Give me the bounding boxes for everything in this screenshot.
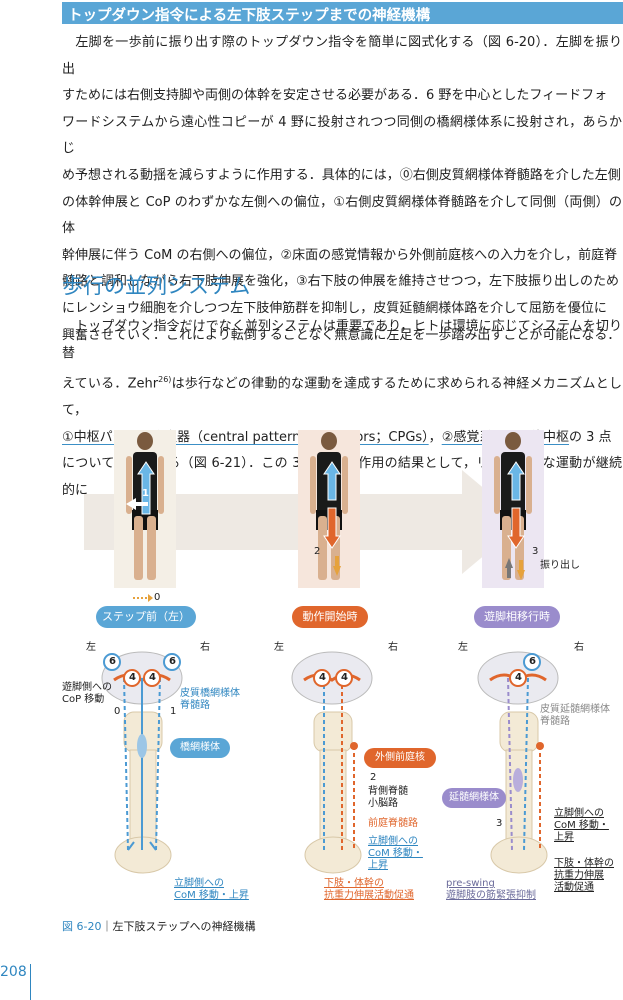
photo1-number-0: 0 (154, 592, 161, 603)
para2-line: トップダウン指令だけでなく並列システムは重要であり，ヒトは環境に応じてシステムを… (62, 319, 622, 361)
area-4-label: 4 (341, 672, 348, 683)
person-head (321, 432, 337, 450)
photo3-note: 振り出し (540, 560, 580, 571)
pill-pontine-reticular: 橋網様体 (170, 738, 230, 758)
figure-caption: 図 6-20｜左下肢ステップへの神経機構 (62, 918, 255, 934)
phase-pill-motion-start: 動作開始時 (292, 606, 368, 628)
page-number: 208 (0, 964, 27, 980)
person-leg (318, 516, 327, 580)
caption-separator: ｜ (101, 920, 113, 933)
person-leg (502, 516, 511, 580)
panel2-com-label: 立脚側への CoM 移動・ 上昇 (368, 836, 423, 871)
citation-sup: 26) (158, 375, 172, 385)
panel1-tract-label: 皮質橋網様体 脊髄路 (180, 688, 240, 711)
person-arm (494, 456, 500, 514)
figure-6-20: 1 0 2 (62, 428, 622, 908)
side-label-right: 右 (200, 642, 210, 653)
panel3-bottom-label: pre-swing 遊脚肢の筋緊張抑制 (446, 878, 536, 901)
area-4-label: 4 (149, 672, 156, 683)
para1-line: すためには右側支持脚や両側の体幹を安定させる必要がある．6 野を中心としたフィー… (62, 88, 608, 104)
panel1-number-0: 0 (114, 706, 121, 717)
page-rule (30, 964, 31, 1000)
pill-medullary-reticular: 延髄網様体 (442, 788, 506, 808)
panel2-spinocerebellar-label: 背側脊髄 小脳路 (368, 786, 408, 809)
panel1-cop-label: 遊脚側への CoP 移動 (62, 682, 112, 705)
person-leg (147, 516, 156, 580)
para2-text: えている．Zehr (62, 376, 159, 392)
person-arm (526, 456, 532, 514)
section-title: 歩行の並列システム (62, 274, 251, 298)
para2-text: は歩行などの律動的な運動を達成するために求められる神経メカニズムとして， (62, 376, 622, 419)
panel3-tract-label: 皮質延髄網様体 脊髄路 (540, 704, 610, 727)
person-arm (310, 456, 316, 514)
dotted-arrow-icon (133, 594, 153, 602)
person-leg (515, 516, 524, 580)
para1-line: 幹伸展に伴う CoM の右側への偏位，②床面の感覚情報から外側前庭核への入力を介… (62, 247, 618, 263)
person-arm (342, 456, 348, 514)
para2-text: の 3 点 (569, 429, 612, 445)
para1-line: にレンショウ細胞を介しつつ左下肢伸筋群を抑制し，皮質延髄網様体路を介して屈筋を優… (62, 300, 607, 316)
para2-text: ， (428, 429, 442, 445)
pill-lateral-vestibular: 外側前庭核 (364, 748, 436, 768)
phase-pill-swing: 遊脚相移行時 (474, 606, 560, 628)
panel3-number-3: 3 (496, 818, 503, 829)
person-head (505, 432, 521, 450)
panel2-number-2: 2 (370, 772, 377, 783)
photo1-number-1: 1 (142, 488, 149, 499)
area-6-label: 6 (109, 656, 116, 667)
side-label-left: 左 (458, 642, 468, 653)
person-leg (134, 516, 143, 580)
person-arm (158, 456, 164, 514)
area-6-label: 6 (169, 656, 176, 667)
para2-line: えている．Zehr26)は歩行などの律動的な運動を達成するために求められる神経メ… (62, 367, 622, 425)
panel1-number-1: 1 (170, 706, 177, 717)
arrow-overlay-icon (323, 461, 341, 576)
photo-swing-transition (482, 430, 544, 588)
person-leg (331, 516, 340, 580)
panel3-extensor-label: 下肢・体幹の 抗重力伸展 活動促通 (554, 858, 614, 893)
phase-pill-before-step: ステップ前（左） (96, 606, 196, 628)
area-4-label: 4 (515, 672, 522, 683)
area-6-label: 6 (529, 656, 536, 667)
panel3-com-label: 立脚側への CoM 移動・ 上昇 (554, 808, 609, 843)
panel2-bottom-label: 下肢・体幹の 抗重力伸展活動促通 (324, 878, 414, 901)
para1-line: 興奮させていく．これにより転倒することなく無意識に左足を一歩踏み出すことが可能に… (62, 327, 621, 343)
arrow-overlay-icon (505, 461, 525, 580)
side-label-right: 右 (388, 642, 398, 653)
person-head (137, 432, 153, 450)
neuro-diagram-icon (101, 651, 559, 874)
arrow-overlay-icon (126, 461, 155, 515)
para1-line: ワードシステムから遠心性コピーが 4 野に投射されつつ同側の橋網様体系に投射され… (62, 114, 622, 157)
side-label-right: 右 (574, 642, 584, 653)
panel1-bottom-label: 立脚側への CoM 移動・上昇 (174, 878, 249, 901)
side-label-left: 左 (86, 642, 96, 653)
area-4-label: 4 (319, 672, 326, 683)
panel2-vestibulospinal-label: 前庭脊髄路 (368, 818, 418, 829)
section-header-title: トップダウン指令による左下肢ステップまでの神経機構 (68, 8, 431, 24)
key-term-sensory: ②感覚系 (441, 429, 493, 445)
para1-line: 髄路と調和しながら右下肢伸展を強化，③右下肢の伸展を維持させつつ，左下肢振り出し… (62, 274, 620, 290)
caption-text: 左下肢ステップへの神経機構 (112, 920, 256, 933)
para1-line: の体幹伸展と CoP のわずかな左側への偏位，①右側皮質網様体脊髄路を介して同側… (62, 194, 622, 237)
caption-number: 図 6-20 (62, 920, 102, 933)
para1-line: 左脚を一歩前に振り出す際のトップダウン指令を簡単に図式化する（図 6-20）．左… (62, 35, 622, 77)
photo-step-before: 1 (114, 430, 176, 588)
photo3-number: 3 (532, 546, 539, 557)
photo-motion-start (298, 430, 360, 588)
person-arm (126, 456, 132, 514)
photo2-number: 2 (314, 546, 321, 557)
area-4-label: 4 (129, 672, 136, 683)
para1-line: め予想される動揺を減らすように作用する．具体的には，⓪右側皮質網様体脊髄路を介し… (62, 167, 621, 183)
paragraph-topdown: 左脚を一歩前に振り出す際のトップダウン指令を簡単に図式化する（図 6-20）．左… (62, 30, 622, 349)
side-label-left: 左 (274, 642, 284, 653)
section-header-bar: トップダウン指令による左下肢ステップまでの神経機構 (62, 2, 623, 24)
